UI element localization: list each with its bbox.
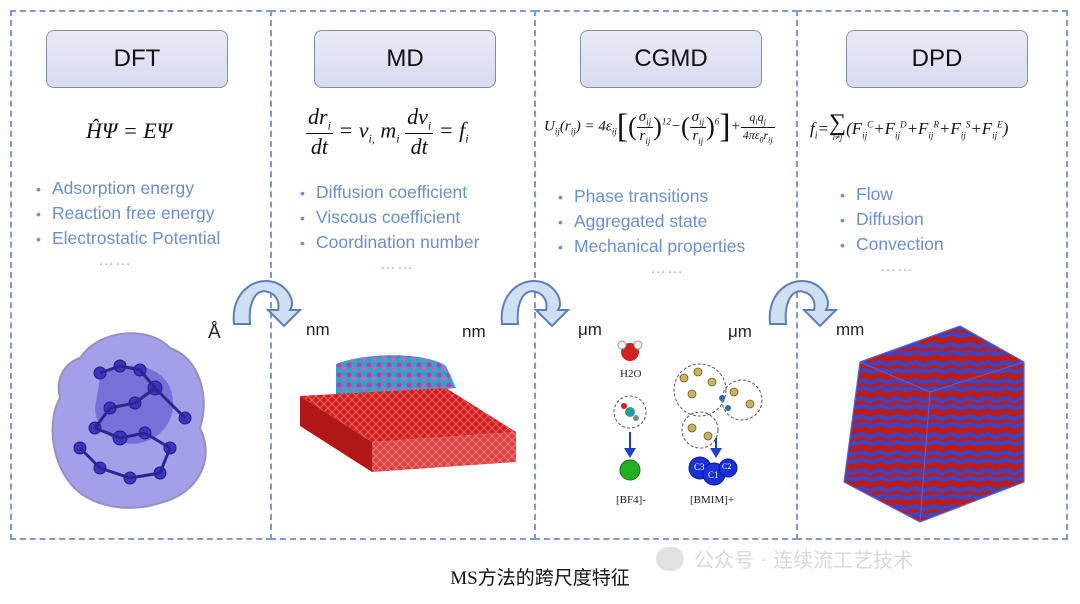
unit-nm-left: nm bbox=[306, 320, 330, 339]
bullet-list-md: Diffusion coefficient Viscous coefficien… bbox=[300, 180, 479, 255]
bullet-item: Aggregated state bbox=[558, 209, 745, 234]
bullet-list-dpd: Flow Diffusion Convection bbox=[840, 182, 944, 257]
bullet-item: Adsorption energy bbox=[36, 176, 220, 201]
bullet-item: Convection bbox=[840, 232, 944, 257]
label-c2: C2 bbox=[722, 462, 732, 471]
panel-title-md: MD bbox=[314, 30, 496, 88]
formula-dft: ĤΨ = EΨ bbox=[86, 118, 173, 143]
label-h2o: H2O bbox=[620, 368, 642, 380]
bullet-item: Electrostatic Potential bbox=[36, 226, 220, 251]
ellipsis-md: …… bbox=[380, 256, 414, 273]
bullet-list-dft: Adsorption energy Reaction free energy E… bbox=[36, 176, 220, 251]
formula-dpd: fi=∑i≠j(FijC+FijD+FijR+FijS+FijE) bbox=[810, 110, 1009, 142]
ellipsis-cgmd: …… bbox=[650, 260, 684, 277]
curved-arrow-icon bbox=[500, 280, 571, 328]
curved-arrow-icon bbox=[232, 280, 303, 328]
panel-title-dft: DFT bbox=[46, 30, 228, 88]
label-c3: C3 bbox=[694, 462, 705, 472]
unit-um-left: μm bbox=[578, 320, 602, 339]
watermark-text: 公众号 · 连续流工艺技术 bbox=[694, 548, 914, 572]
unit-mm: mm bbox=[836, 320, 865, 339]
bullet-item: Phase transitions bbox=[558, 184, 745, 209]
label-c1: C1 bbox=[708, 470, 719, 480]
cgmd-mapping-image bbox=[613, 340, 763, 486]
unit-nm-right: nm bbox=[462, 322, 486, 341]
label-bmim: [BMIM]+ bbox=[690, 494, 735, 506]
panel-title-dpd: DPD bbox=[846, 30, 1028, 88]
label-bf4: [BF4]- bbox=[616, 494, 646, 506]
bullet-item: Viscous coefficient bbox=[300, 205, 479, 230]
ellipsis-dft: …… bbox=[98, 252, 132, 269]
unit-angstrom: Å bbox=[208, 322, 221, 343]
md-slab-image bbox=[300, 355, 516, 472]
bullet-item: Reaction free energy bbox=[36, 201, 220, 226]
wechat-icon bbox=[656, 546, 684, 571]
watermark: 公众号 · 连续流工艺技术 bbox=[656, 544, 913, 573]
dft-molecule-image bbox=[51, 332, 207, 509]
curved-arrow-icon bbox=[768, 280, 839, 328]
unit-um-right: μm bbox=[728, 322, 752, 341]
bullet-item: Mechanical properties bbox=[558, 234, 745, 259]
bullet-list-cgmd: Phase transitions Aggregated state Mecha… bbox=[558, 184, 745, 259]
bullet-item: Flow bbox=[840, 182, 944, 207]
panel-dpd-border bbox=[796, 10, 1068, 540]
bullet-item: Coordination number bbox=[300, 230, 479, 255]
dpd-cube-image bbox=[843, 325, 1025, 523]
figure-caption: MS方法的跨尺度特征 bbox=[450, 568, 630, 589]
ellipsis-dpd: …… bbox=[880, 258, 914, 275]
panel-title-cgmd: CGMD bbox=[580, 30, 762, 88]
bullet-item: Diffusion coefficient bbox=[300, 180, 479, 205]
bullet-item: Diffusion bbox=[840, 207, 944, 232]
